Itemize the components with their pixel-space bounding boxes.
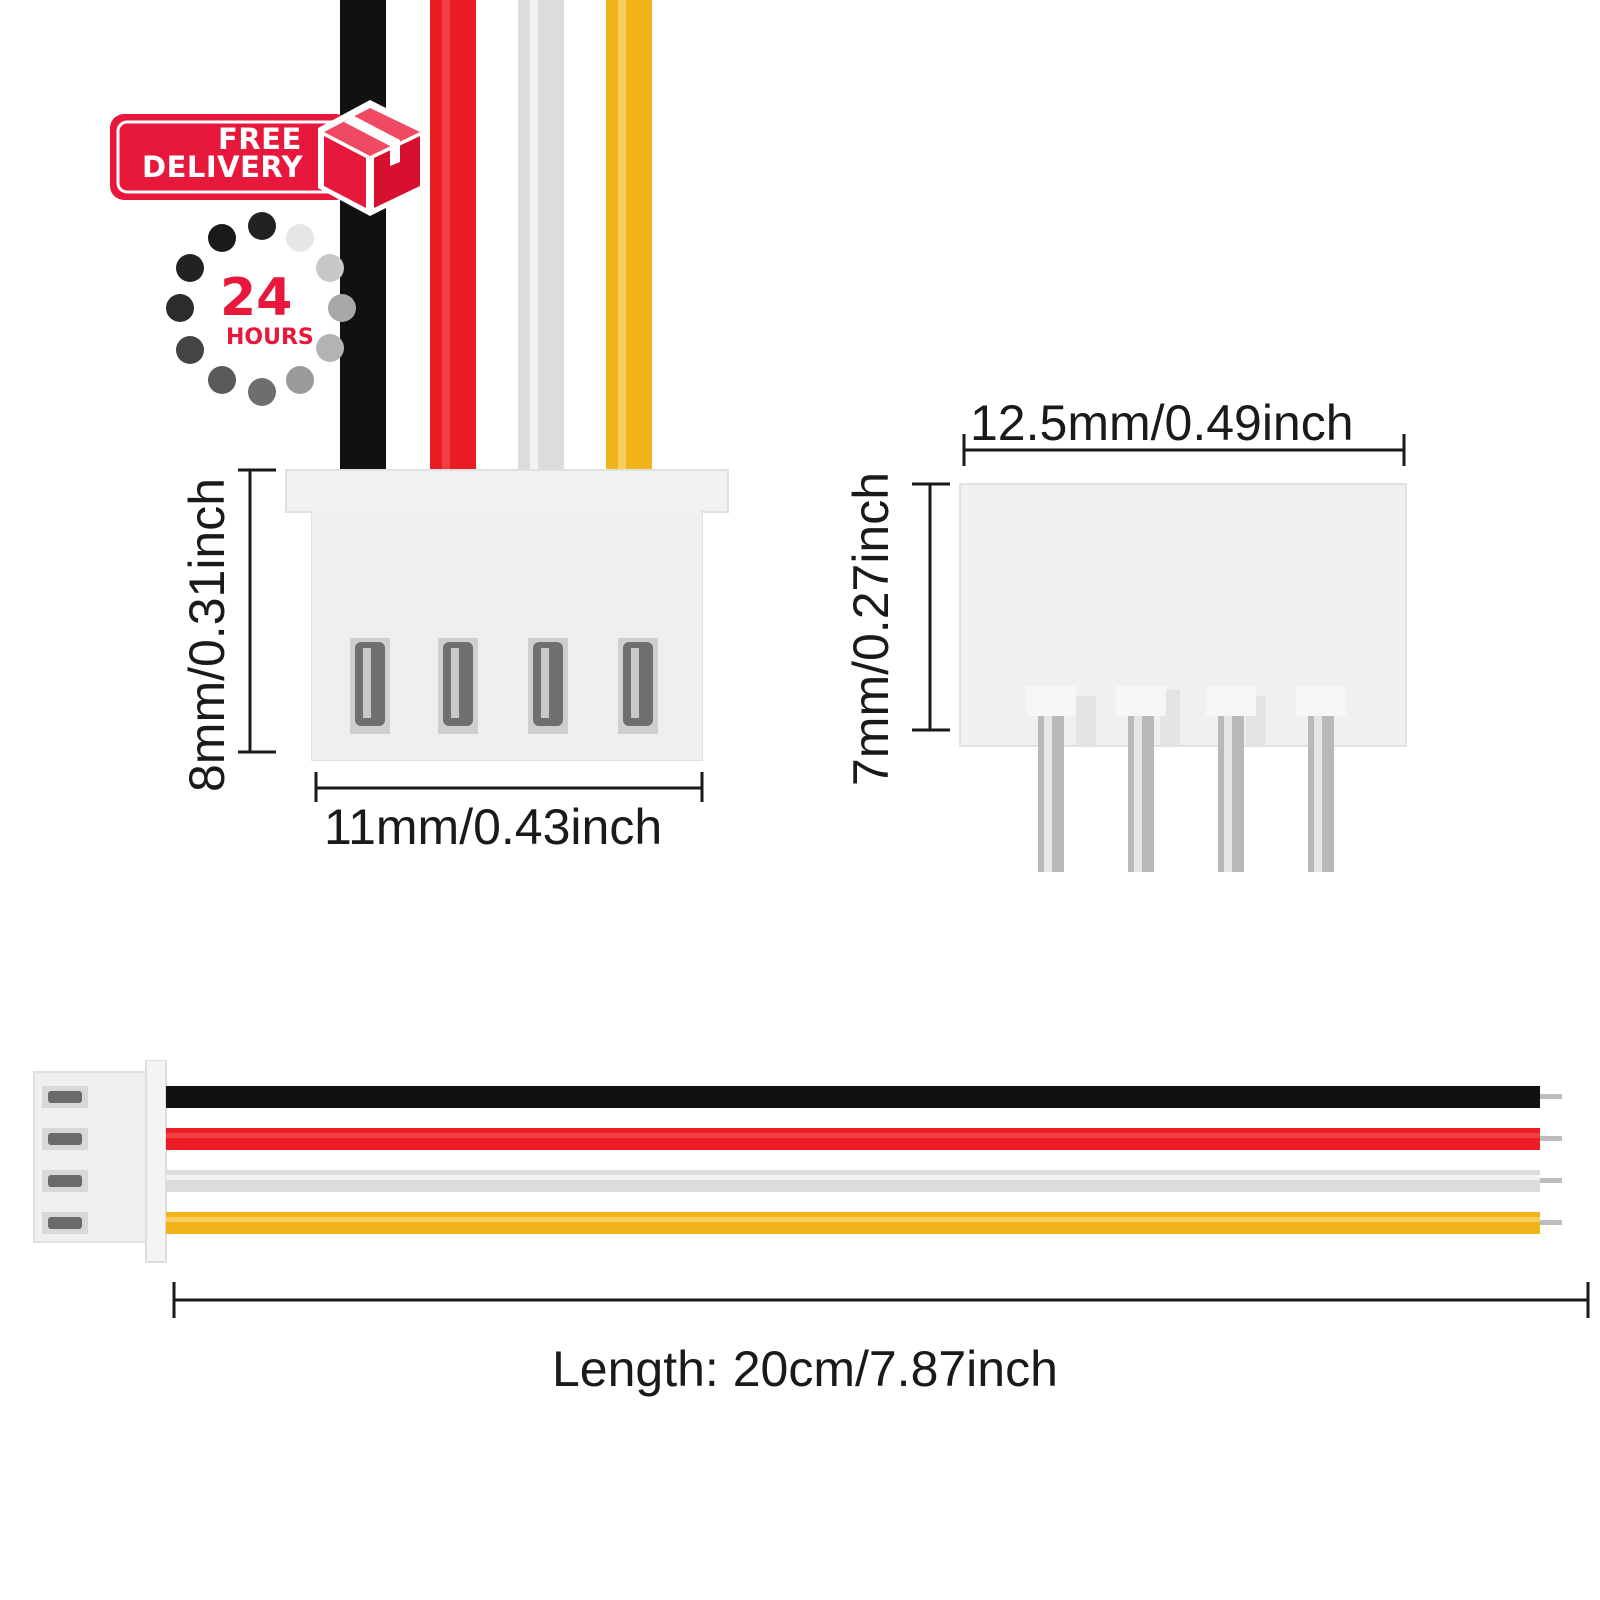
- connector-housing-diagram: [238, 0, 729, 802]
- pin-header-diagram: [912, 434, 1407, 872]
- stripped-wire-ends: [1540, 1094, 1562, 1225]
- header-width-label: 12.5mm/0.49inch: [970, 395, 1354, 451]
- wire-yellow: [606, 0, 652, 470]
- 24-hours-number: 24: [220, 268, 293, 328]
- cable-wire-white: [166, 1170, 1540, 1192]
- housing-width-label: 11mm/0.43inch: [324, 799, 663, 855]
- cable-assembly-diagram: [33, 1060, 1590, 1318]
- header-width-dimension-line: [962, 434, 1406, 466]
- header-pins: [1038, 700, 1334, 872]
- wire-red: [430, 0, 476, 470]
- cable-length-dimension-line: [172, 1282, 1590, 1318]
- housing-terminal-slots: [350, 638, 658, 734]
- box-icon: [318, 100, 426, 216]
- cable-wire-yellow: [166, 1212, 1540, 1234]
- cable-wire-black: [166, 1086, 1540, 1108]
- free-delivery-badge: [110, 100, 426, 216]
- free-delivery-text-line2: DELIVERY: [142, 150, 304, 184]
- housing-width-dimension-line: [314, 772, 704, 802]
- header-height-label: 7mm/0.27inch: [843, 471, 899, 786]
- cable-housing-terminals: [42, 1086, 88, 1234]
- 24-hours-label: HOURS: [226, 325, 314, 350]
- wire-black: [340, 0, 386, 470]
- housing-height-label: 8mm/0.31inch: [179, 477, 235, 792]
- housing-height-dimension-line: [238, 468, 276, 754]
- cable-length-label: Length: 20cm/7.87inch: [552, 1341, 1058, 1397]
- wire-white: [518, 0, 564, 470]
- free-delivery-text-line1: FREE: [218, 122, 302, 156]
- 24-hours-clock-icon: [166, 212, 356, 406]
- header-height-dimension-line: [912, 482, 950, 732]
- cable-wire-red: [166, 1128, 1540, 1150]
